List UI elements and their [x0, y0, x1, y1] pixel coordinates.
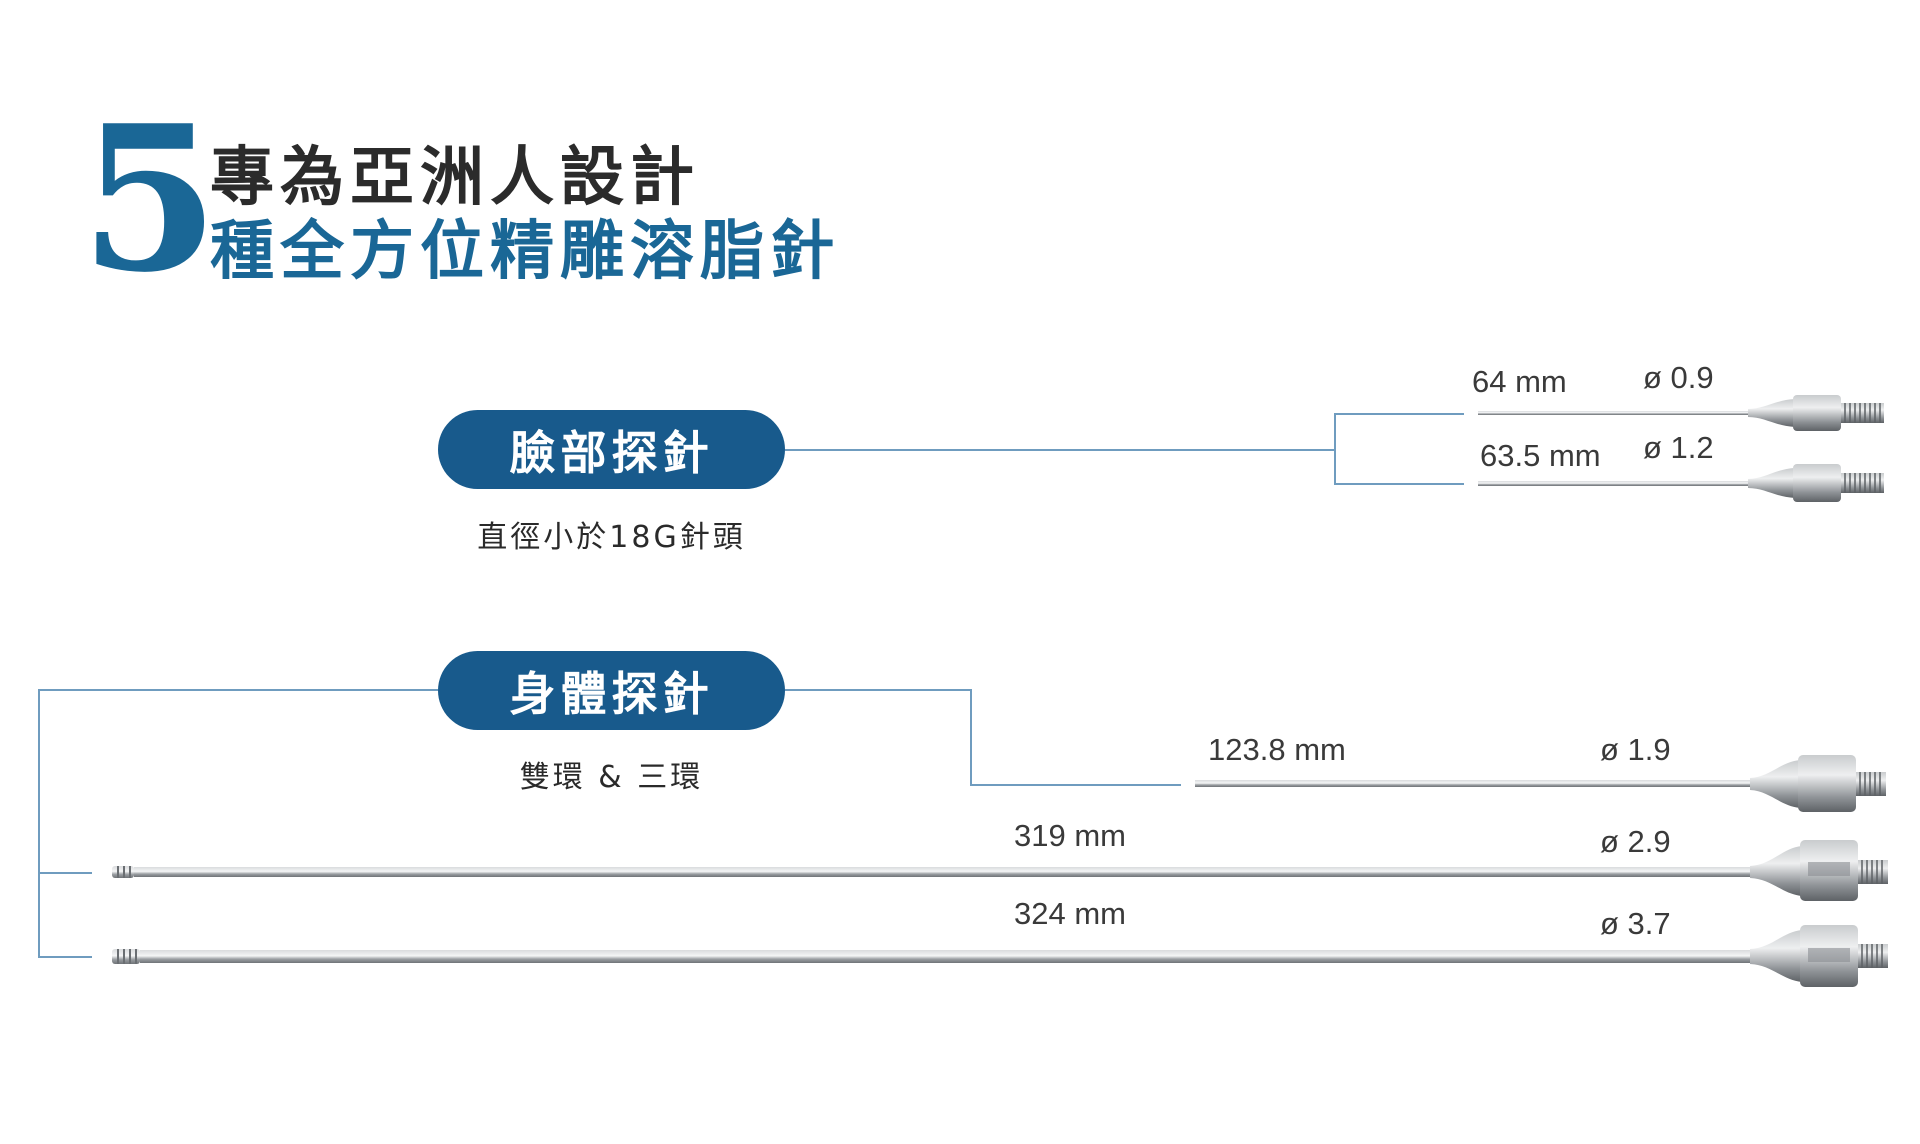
- body-connector-left: [38, 689, 438, 691]
- face-needle-2-diameter: ø 1.2: [1643, 430, 1714, 465]
- body-probe-pill: 身體探針: [438, 651, 785, 730]
- face-needle-1-diameter: ø 0.9: [1643, 360, 1714, 395]
- face-needle-2-length: 63.5 mm: [1480, 438, 1601, 473]
- body-needle-1: [1195, 755, 1886, 812]
- body-needle-1-diameter: ø 1.9: [1600, 732, 1671, 767]
- body-probe-subtitle: 雙環 & 三環: [519, 760, 704, 795]
- body-needle-3: [112, 925, 1888, 987]
- face-needle-2: [1478, 464, 1884, 502]
- face-connector-bottom: [1334, 483, 1464, 485]
- body-connector-bottom: [38, 956, 92, 958]
- body-connector-mid: [38, 872, 92, 874]
- body-needle-2-length: 319 mm: [1014, 818, 1126, 853]
- body-needle-3-length: 324 mm: [1014, 896, 1126, 931]
- heading-number: 5: [80, 82, 220, 317]
- body-connector-right: [785, 689, 971, 691]
- face-probe-subtitle: 直徑小於18G針頭: [477, 520, 746, 555]
- body-needle-2: [112, 840, 1888, 901]
- heading-line-2: 種全方位精雕溶脂針: [210, 215, 840, 289]
- face-connector-bracket: [1334, 413, 1336, 485]
- face-connector-horizontal: [785, 449, 1335, 451]
- body-connector-bracket: [38, 689, 40, 957]
- face-needle-1-length: 64 mm: [1472, 364, 1567, 399]
- face-connector-top: [1334, 413, 1464, 415]
- face-needle-1: [1478, 395, 1884, 431]
- face-probe-pill: 臉部探針: [438, 410, 785, 489]
- body-connector-to-needle: [970, 784, 1181, 786]
- body-needle-1-length: 123.8 mm: [1208, 732, 1346, 767]
- body-needle-2-diameter: ø 2.9: [1600, 824, 1671, 859]
- body-needle-3-diameter: ø 3.7: [1600, 906, 1671, 941]
- body-connector-drop: [970, 689, 972, 786]
- heading-line-1: 專為亞洲人設計: [210, 141, 700, 215]
